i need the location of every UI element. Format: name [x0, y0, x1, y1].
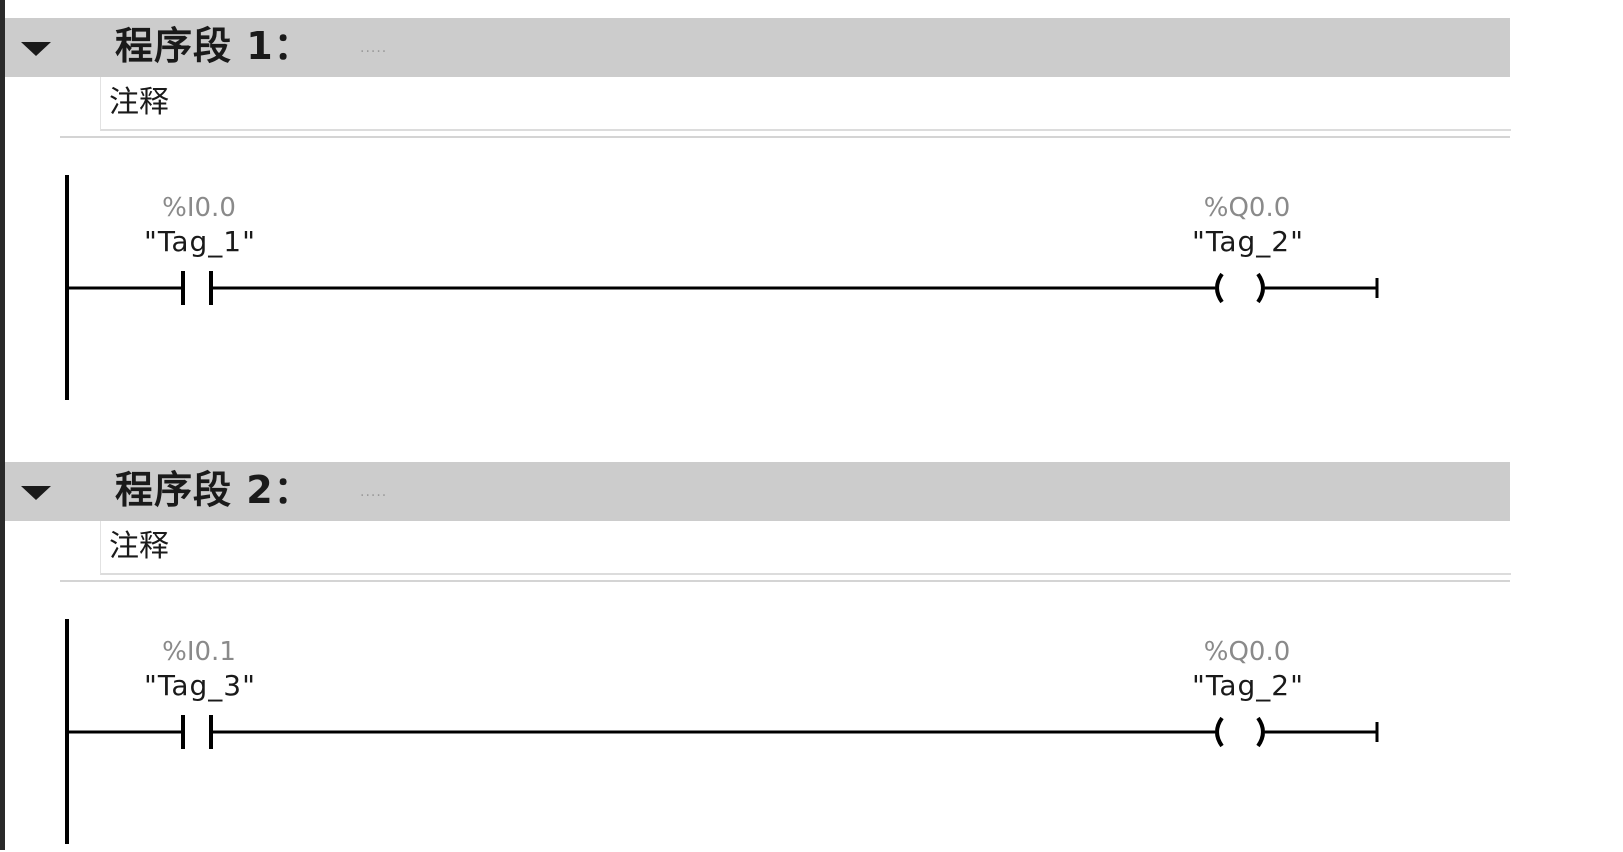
coil-icon[interactable] [1215, 716, 1224, 748]
coil-icon[interactable] [1215, 272, 1224, 304]
coil-right-paren [1256, 716, 1265, 748]
editor-left-border [0, 0, 5, 850]
network-comment-field[interactable]: 注释 [100, 77, 1511, 131]
coil-address[interactable]: %Q0.0 [1203, 637, 1291, 667]
network-title: 程序段 2： [115, 468, 313, 512]
network-header[interactable]: 程序段 2： ..... [5, 462, 1510, 521]
coil-right-paren [1256, 272, 1265, 304]
coil-tag[interactable]: "Tag_2" [1192, 669, 1304, 702]
network-title: 程序段 1： [115, 24, 313, 68]
ladder-diagram [65, 175, 1379, 400]
contact-address[interactable]: %I0.1 [162, 637, 236, 667]
coil-address[interactable]: %Q0.0 [1203, 193, 1291, 223]
contact-tag[interactable]: "Tag_3" [144, 669, 256, 702]
divider [60, 580, 1510, 582]
contact-tag[interactable]: "Tag_1" [144, 225, 256, 258]
contact-address[interactable]: %I0.0 [162, 193, 236, 223]
network-comment-text: 注释 [109, 85, 169, 120]
triangle-down-icon[interactable] [19, 39, 53, 59]
ladder-diagram [65, 619, 1379, 844]
network-title-placeholder[interactable]: ..... [360, 484, 388, 500]
network-title-placeholder[interactable]: ..... [360, 40, 388, 56]
ladder-rung: %I0.1 "Tag_3" %Q0.0 "Tag_2" [0, 582, 1510, 852]
divider [60, 136, 1510, 138]
coil-tag[interactable]: "Tag_2" [1192, 225, 1304, 258]
triangle-down-icon[interactable] [19, 483, 53, 503]
ladder-rung: %I0.0 "Tag_1" %Q0.0 "Tag_2" [0, 138, 1510, 408]
network-comment-field[interactable]: 注释 [100, 521, 1511, 575]
network-comment-text: 注释 [109, 529, 169, 564]
network-header[interactable]: 程序段 1： ..... [5, 18, 1510, 77]
